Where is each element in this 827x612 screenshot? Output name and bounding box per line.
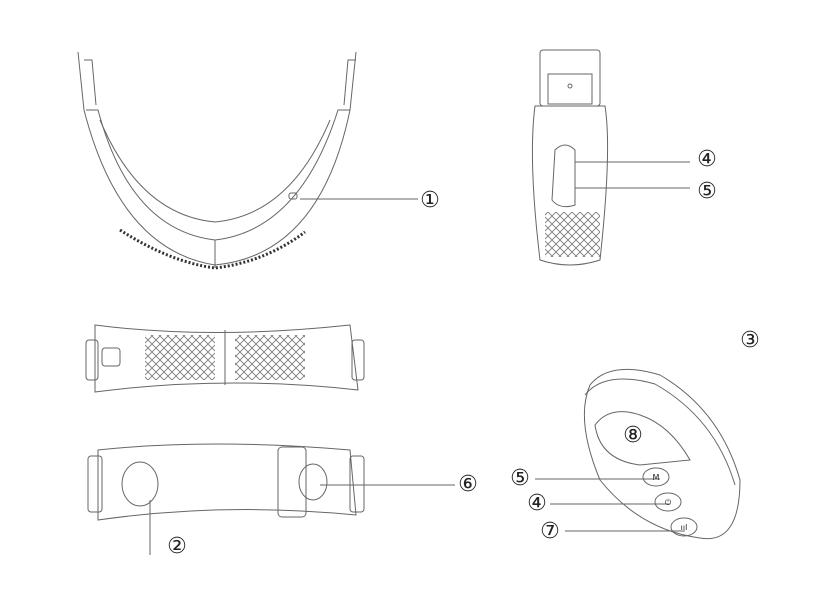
callout-2: ② [167, 534, 187, 559]
band-bottom-view [87, 443, 455, 555]
callout-5-side: ⑤ [697, 179, 717, 204]
power-icon: ⏻ [664, 498, 672, 507]
remote-intensity-button[interactable] [670, 517, 698, 537]
remote-control-drawing [535, 368, 741, 540]
band-side-view [531, 49, 690, 266]
intensity-icon: ııl [680, 523, 688, 532]
callout-8: ⑧ [623, 423, 643, 448]
callout-4-remote: ④ [527, 491, 547, 516]
callout-4-side: ④ [697, 147, 717, 172]
callout-3: ③ [740, 328, 760, 353]
mode-glyph: M [652, 473, 660, 482]
neck-band-front-view [77, 51, 418, 270]
remote-power-button[interactable] [654, 492, 682, 512]
band-top-view [85, 324, 365, 393]
callout-6: ⑥ [458, 472, 478, 497]
callout-5-remote: ⑤ [510, 466, 530, 491]
remote-mode-button[interactable] [642, 467, 670, 487]
callout-1: ① [420, 188, 440, 213]
callout-7: ⑦ [540, 519, 560, 544]
